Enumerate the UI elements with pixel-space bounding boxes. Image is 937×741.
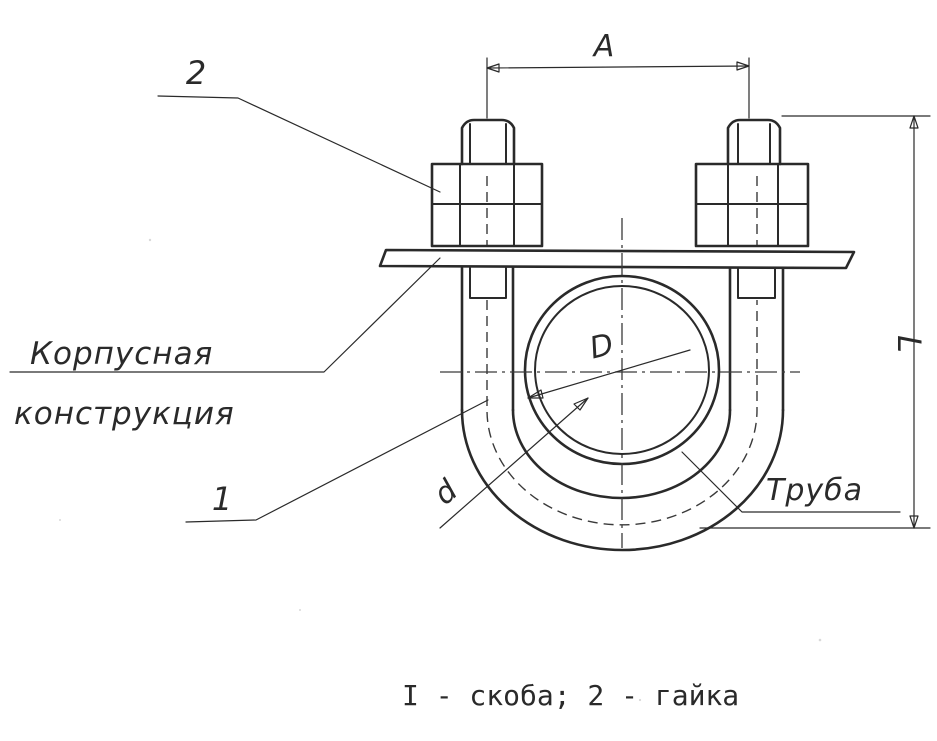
- u-bolt: [460, 176, 785, 552]
- dimension-d-rod: [439, 397, 589, 529]
- dim-l-label: L: [890, 335, 928, 353]
- callout-2-label: 2: [186, 54, 206, 92]
- dimension-l: [699, 115, 931, 529]
- right-nut: [694, 118, 810, 248]
- left-nut: [430, 118, 544, 248]
- figure-caption: I - скоба; 2 - гайка: [402, 679, 739, 712]
- leader-lines: [9, 95, 901, 523]
- hull-plate: [378, 248, 856, 270]
- dim-d-pipe-label: D: [586, 327, 617, 367]
- center-lines: [440, 218, 800, 548]
- hull-construction-label-line1: Корпусная: [30, 336, 213, 372]
- dim-d-rod-label: d: [427, 473, 465, 513]
- pipe-label: Труба: [766, 473, 863, 508]
- scan-noise: [59, 238, 822, 702]
- dim-a-label: A: [592, 29, 615, 64]
- dimension-a: [486, 57, 750, 119]
- callout-1-label: 1: [212, 480, 232, 518]
- dimension-d-pipe: [527, 349, 691, 399]
- hull-construction-label-line2: конструкция: [14, 396, 235, 432]
